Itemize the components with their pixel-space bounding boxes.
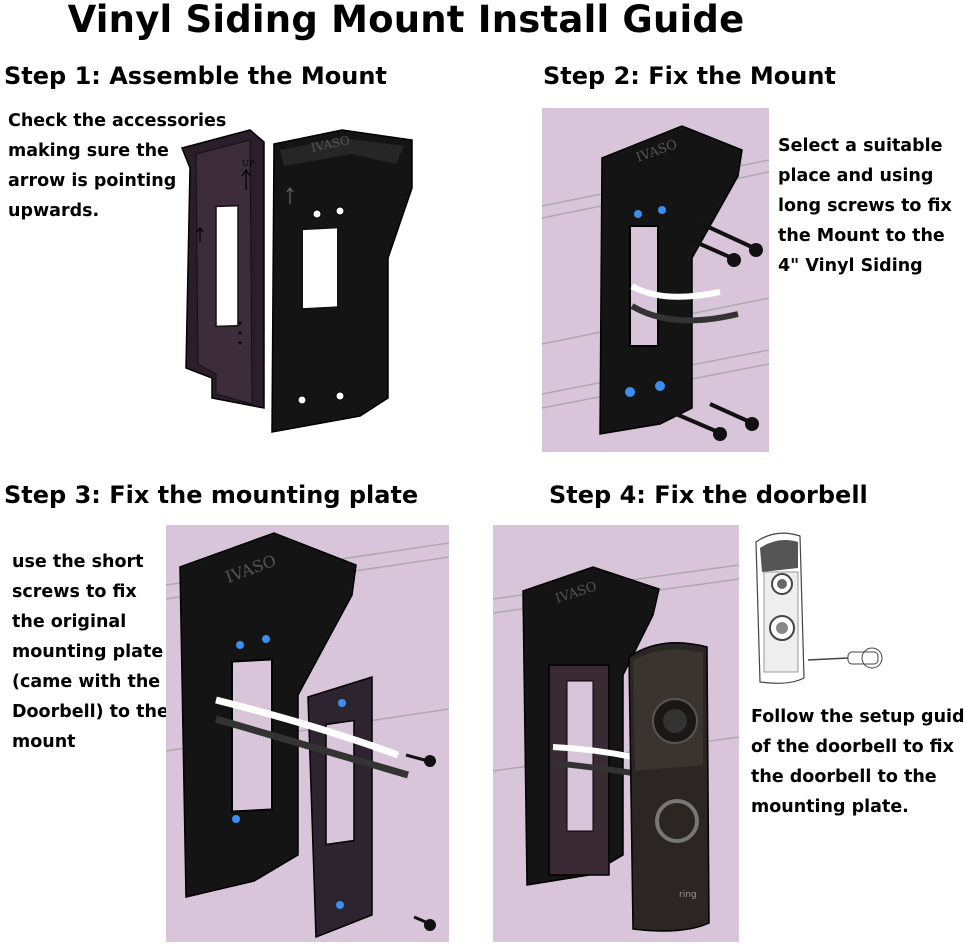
- step-1-line: Check the accessories: [8, 111, 227, 131]
- step-4-photo-panel: IVASO ring: [493, 525, 739, 942]
- step-4-doorbell-sketch: [748, 528, 898, 688]
- step-3-photo-panel: IVASO: [166, 525, 449, 942]
- step-4-heading: Step 4: Fix the doorbell: [549, 481, 868, 509]
- step-1-illustration: UP IVASO: [172, 128, 422, 440]
- step-3-line: Doorbell) to the: [12, 702, 169, 722]
- screw-icon: [405, 753, 436, 931]
- doorbell-image: ring: [628, 642, 710, 932]
- step-2-line: the Mount to the: [778, 226, 945, 246]
- step-2-line: long screws to fix: [778, 196, 952, 216]
- step-2-line: 4" Vinyl Siding: [778, 256, 923, 276]
- mount-image: IVASO: [522, 566, 660, 886]
- step-3-line: the original: [12, 612, 127, 632]
- wire: [215, 696, 400, 759]
- mount-image: IVASO: [599, 125, 743, 435]
- wire: [215, 715, 409, 779]
- step-3-line: use the short: [12, 552, 144, 572]
- step-1-line: upwards.: [8, 201, 100, 221]
- wire: [630, 283, 721, 300]
- step-3-line: (came with the: [12, 672, 161, 692]
- step-4-line: the doorbell to the: [751, 767, 937, 787]
- step-4-description: Follow the setup guide of the doorbell t…: [751, 702, 964, 822]
- step-4-line: mounting plate.: [751, 797, 909, 817]
- wire: [552, 760, 634, 776]
- step-3-description: use the short screws to fix the original…: [12, 547, 169, 757]
- page-title: Vinyl Siding Mount Install Guide: [67, 0, 745, 41]
- step-1-description: Check the accessories making sure the ar…: [8, 106, 226, 226]
- step-4-line: of the doorbell to fix: [751, 737, 954, 757]
- step-1-heading: Step 1: Assemble the Mount: [4, 62, 387, 90]
- step-2-photo-panel: IVASO: [542, 108, 769, 452]
- up-mark: UP: [242, 159, 255, 168]
- step-2-line: Select a suitable: [778, 136, 943, 156]
- screwdriver-icon: [807, 647, 883, 669]
- doorbell-brand-label: ring: [679, 890, 697, 900]
- step-3-heading: Step 3: Fix the mounting plate: [4, 481, 419, 509]
- step-2-heading: Step 2: Fix the Mount: [543, 62, 836, 90]
- step-4-line: Follow the setup guide: [751, 707, 964, 727]
- screw-icon: [675, 222, 763, 441]
- doorbell-outline-icon: [755, 532, 805, 684]
- mount-image: IVASO: [271, 129, 413, 433]
- plate-bracket-image: UP: [180, 129, 265, 409]
- step-3-line: screws to fix: [12, 582, 137, 602]
- wire: [630, 303, 739, 324]
- step-2-line: place and using: [778, 166, 934, 186]
- step-3-line: mounting plate: [12, 642, 164, 662]
- wire: [552, 744, 634, 760]
- step-2-description: Select a suitable place and using long s…: [778, 131, 952, 281]
- mounting-plate-image: [307, 675, 373, 939]
- step-1-line: making sure the: [8, 141, 169, 161]
- step-3-line: mount: [12, 732, 76, 752]
- step-1-line: arrow is pointing: [8, 171, 177, 191]
